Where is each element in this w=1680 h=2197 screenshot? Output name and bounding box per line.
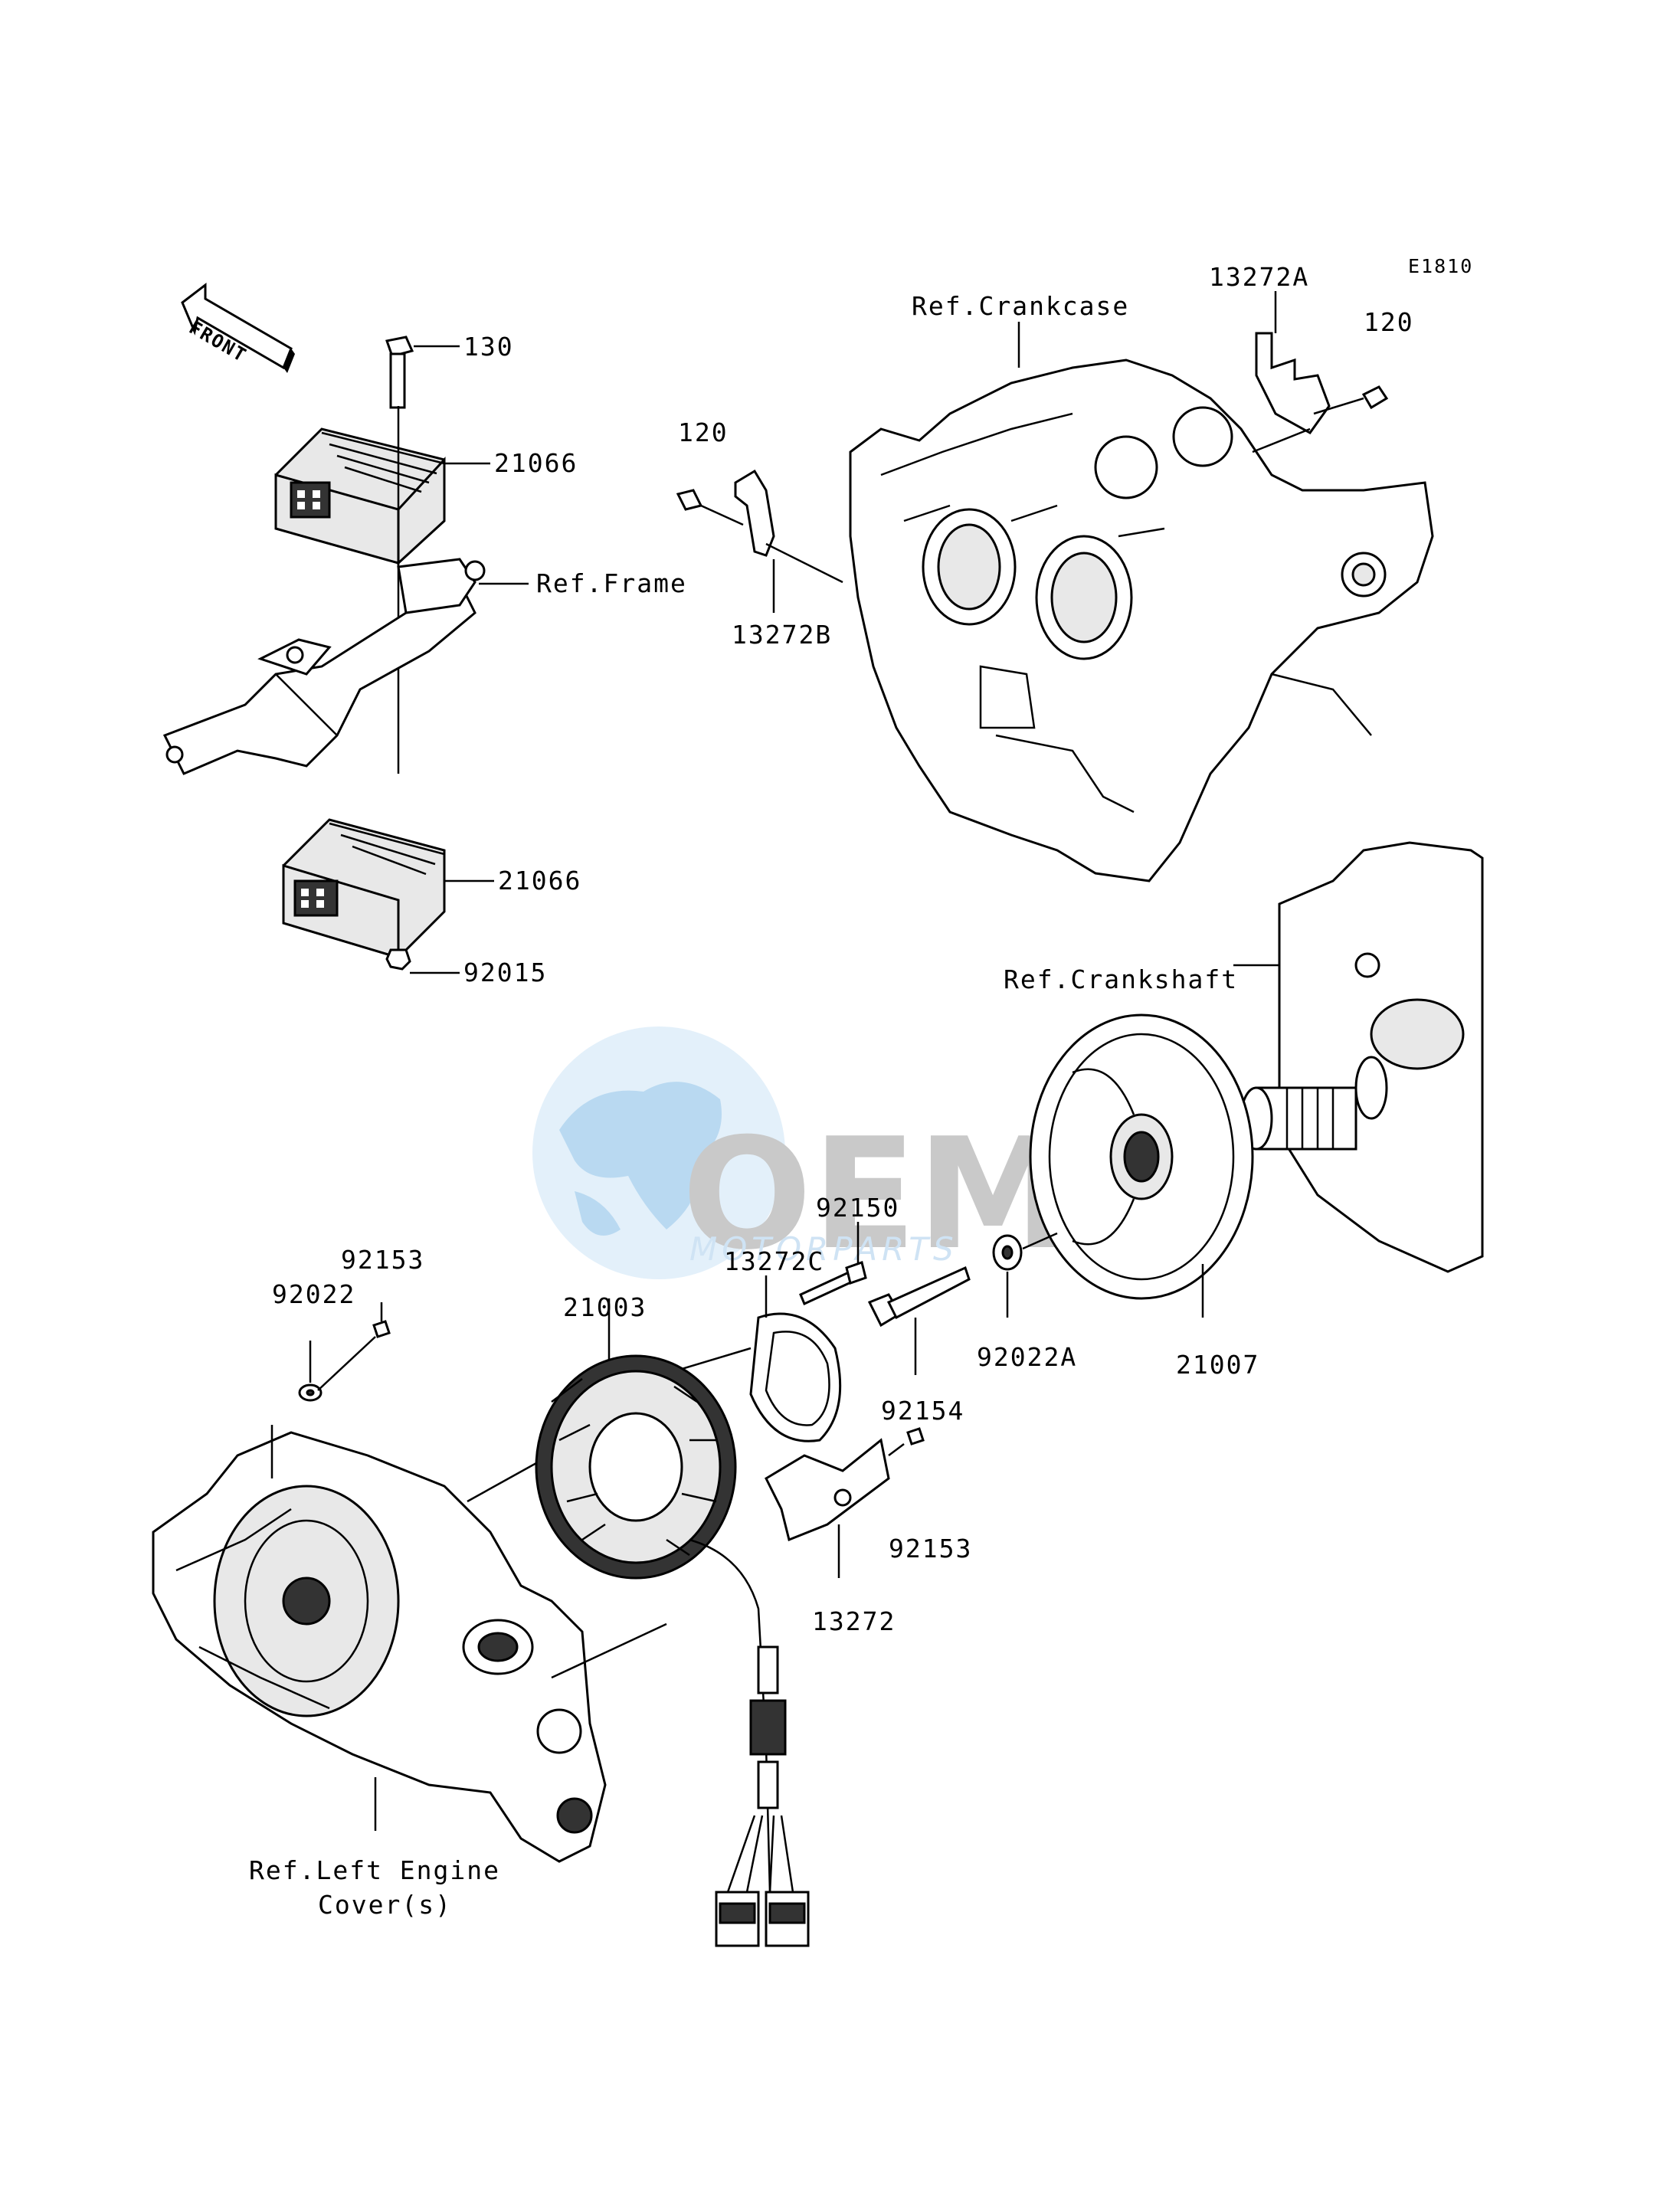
plate-13272c <box>749 1312 842 1442</box>
bolt-130 <box>385 336 414 409</box>
label-ref-frame: Ref.Frame <box>536 568 687 598</box>
label-ref-crankshaft: Ref.Crankshaft <box>1004 964 1239 994</box>
stator-21003 <box>535 1354 737 1580</box>
label-ref-crankcase: Ref.Crankcase <box>912 291 1130 321</box>
nut-92015 <box>385 948 411 971</box>
label-120-right: 120 <box>1364 307 1414 337</box>
label-120-left: 120 <box>678 417 729 447</box>
diagram-code: E1810 <box>1408 255 1474 277</box>
crankshaft <box>1240 841 1484 1273</box>
label-ref-left-engine-cover-line2: Cover(s) <box>318 1890 452 1920</box>
bolt-92150 <box>799 1261 867 1306</box>
label-13272b: 13272B <box>732 620 833 650</box>
label-13272c: 13272C <box>724 1246 825 1276</box>
label-21066-bottom: 21066 <box>498 866 582 895</box>
label-92153-top: 92153 <box>341 1245 425 1275</box>
label-130: 130 <box>463 332 514 362</box>
left-engine-cover <box>152 1431 607 1863</box>
label-13272: 13272 <box>812 1606 896 1636</box>
regulator-rectifier-lower <box>282 818 446 960</box>
rotor-21007 <box>1029 1013 1254 1300</box>
label-92022a: 92022A <box>977 1342 1078 1372</box>
frame-bracket <box>162 558 486 775</box>
crankcase <box>849 359 1434 882</box>
label-13272a: 13272A <box>1209 262 1310 292</box>
label-92150: 92150 <box>816 1193 900 1223</box>
regulator-rectifier-upper <box>274 427 446 566</box>
label-92015: 92015 <box>463 958 548 987</box>
bracket-13272a <box>1255 332 1331 434</box>
bolt-92153-left <box>372 1320 391 1338</box>
label-ref-left-engine-cover-line1: Ref.Left Engine <box>249 1855 501 1885</box>
label-92022: 92022 <box>272 1279 356 1309</box>
watermark-subtitle: MOTORPARTS <box>689 1230 958 1268</box>
label-92154: 92154 <box>881 1396 965 1426</box>
bolt-92153-right <box>906 1427 925 1446</box>
cover-plate-13272 <box>765 1438 890 1542</box>
label-92153-bottom: 92153 <box>889 1534 973 1563</box>
front-direction-arrow-icon <box>181 282 295 373</box>
label-21007: 21007 <box>1176 1350 1260 1380</box>
bolt-120-left <box>676 489 703 511</box>
stator-wire-harness <box>689 1538 810 1947</box>
bracket-13272b <box>734 469 775 557</box>
label-21066-top: 21066 <box>494 448 578 478</box>
label-21003: 21003 <box>563 1292 647 1322</box>
bolt-92154 <box>867 1265 971 1328</box>
globe-icon <box>532 1026 785 1279</box>
bolt-120-right <box>1361 385 1389 410</box>
